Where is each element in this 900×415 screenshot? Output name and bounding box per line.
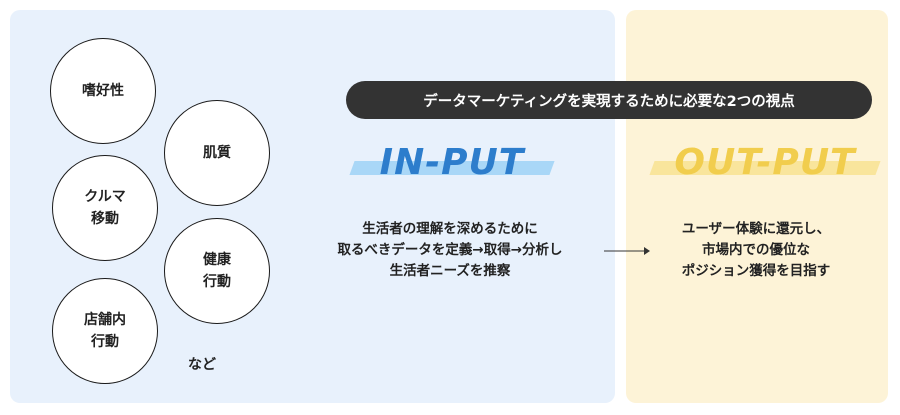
circle-health: 健康 行動 <box>164 218 270 324</box>
circle-skin: 肌質 <box>164 100 270 206</box>
input-line-3: 生活者ニーズを推察 <box>389 263 511 279</box>
input-line-2: 取るべきデータを定義→取得→分析し <box>337 242 563 258</box>
circle-in-store: 店舗内 行動 <box>52 278 158 384</box>
output-panel <box>626 10 888 403</box>
input-line-1: 生活者の理解を深めるために <box>362 221 538 237</box>
output-heading: OUT-PUT <box>649 141 881 185</box>
arrow-right-icon <box>604 247 650 255</box>
output-line-3: ポジション獲得を目指す <box>681 263 831 279</box>
output-line-1: ユーザー体験に還元し、 <box>681 221 831 237</box>
input-heading: IN-PUT <box>349 141 555 185</box>
circle-car-travel: クルマ 移動 <box>52 155 158 261</box>
circle-preference: 嗜好性 <box>50 38 156 144</box>
output-description: ユーザー体験に還元し、 市場内での優位な ポジション獲得を目指す <box>636 219 876 282</box>
etc-label: など <box>188 357 216 373</box>
input-description: 生活者の理解を深めるために 取るべきデータを定義→取得→分析し 生活者ニーズを推… <box>300 219 600 282</box>
title-banner: データマーケティングを実現するために必要な2つの視点 <box>346 81 872 119</box>
output-line-2: 市場内での優位な <box>702 242 810 258</box>
banner-text: データマーケティングを実現するために必要な2つの視点 <box>423 93 795 110</box>
output-heading-text: OUT-PUT <box>674 142 856 183</box>
input-heading-text: IN-PUT <box>379 142 525 183</box>
